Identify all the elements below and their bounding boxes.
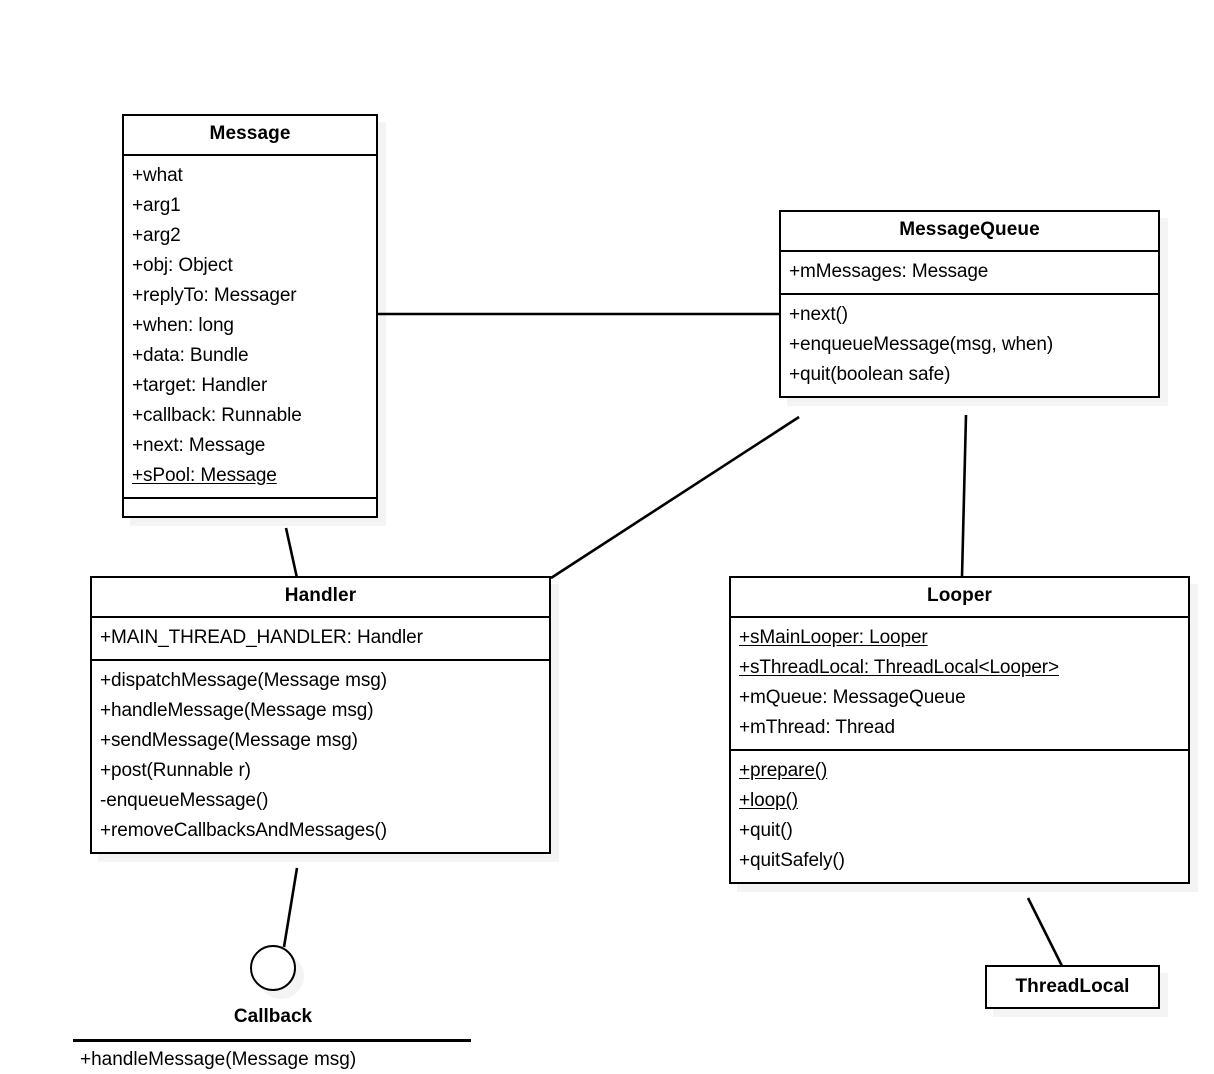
operation-row: +handleMessage(Message msg) [100, 699, 374, 721]
operation-row: +handleMessage(Message msg) [80, 1049, 357, 1070]
operations-compartment-handler: +dispatchMessage(Message msg) +handleMes… [92, 658, 549, 852]
attribute-row-static: +sMainLooper: Looper [739, 626, 928, 648]
operation-row: +quitSafely() [739, 849, 845, 871]
attribute-row: +mQueue: MessageQueue [739, 686, 966, 708]
association-looper-threadlocal [1026, 897, 1064, 967]
class-title-messagequeue: MessageQueue [899, 219, 1040, 240]
operation-row: +quit(boolean safe) [789, 363, 951, 385]
attribute-row-static: +sPool: Message [132, 464, 277, 486]
class-box-threadlocal[interactable]: ThreadLocal [985, 965, 1160, 1009]
attribute-row: +obj: Object [132, 254, 233, 276]
operation-row: +quit() [739, 819, 793, 841]
association-handler-messagequeue [550, 415, 800, 580]
class-box-looper[interactable]: Looper +sMainLooper: Looper +sThreadLoca… [729, 576, 1190, 884]
operation-row: +enqueueMessage(msg, when) [789, 333, 1054, 355]
attribute-row: +target: Handler [132, 374, 268, 396]
class-title-threadlocal: ThreadLocal [1015, 975, 1130, 997]
class-box-handler[interactable]: Handler +MAIN_THREAD_HANDLER: Handler +d… [90, 576, 551, 854]
association-messagequeue-looper [960, 414, 968, 578]
operations-compartment-looper: +prepare() +loop() +quit() +quitSafely() [731, 748, 1188, 882]
association-handler-callback [282, 867, 299, 948]
interface-circle-icon [250, 945, 296, 991]
class-title-message: Message [209, 123, 291, 144]
attribute-row: +when: long [132, 314, 234, 336]
interface-label-callback: Callback [233, 1006, 313, 1027]
attribute-row-static: +sThreadLocal: ThreadLocal<Looper> [739, 656, 1060, 678]
attributes-compartment-looper: +sMainLooper: Looper +sThreadLocal: Thre… [731, 615, 1188, 749]
operations-compartment-messagequeue: +next() +enqueueMessage(msg, when) +quit… [781, 292, 1158, 396]
attribute-row: +arg1 [132, 194, 181, 216]
attribute-row: +replyTo: Messager [132, 284, 297, 306]
attribute-row: +MAIN_THREAD_HANDLER: Handler [100, 626, 423, 648]
operations-compartment-message [124, 496, 376, 516]
class-box-messagequeue[interactable]: MessageQueue +mMessages: Message +next()… [779, 210, 1160, 398]
operation-row-static: +prepare() [739, 759, 828, 781]
callback-separator-rule [73, 1039, 471, 1042]
class-box-message[interactable]: Message +what +arg1 +arg2 +obj: Object +… [122, 114, 378, 518]
operation-row: +post(Runnable r) [100, 759, 251, 781]
attribute-row: +callback: Runnable [132, 404, 302, 426]
operation-row: -enqueueMessage() [100, 789, 269, 811]
attribute-row: +what [132, 164, 183, 186]
attribute-row: +mMessages: Message [789, 260, 989, 282]
operation-row-static: +loop() [739, 789, 798, 811]
operation-row: +dispatchMessage(Message msg) [100, 669, 387, 691]
attribute-row: +data: Bundle [132, 344, 249, 366]
operation-row: +sendMessage(Message msg) [100, 729, 358, 751]
attribute-row: +mThread: Thread [739, 716, 895, 738]
operation-row: +next() [789, 303, 848, 325]
attribute-row: +next: Message [132, 434, 266, 456]
attributes-compartment-messagequeue: +mMessages: Message [781, 249, 1158, 293]
attributes-compartment-handler: +MAIN_THREAD_HANDLER: Handler [92, 615, 549, 659]
association-message-handler [284, 527, 299, 579]
class-title-looper: Looper [927, 585, 992, 606]
class-title-handler: Handler [284, 585, 357, 606]
attribute-row: +arg2 [132, 224, 181, 246]
attributes-compartment-message: +what +arg1 +arg2 +obj: Object +replyTo:… [124, 153, 376, 497]
operation-row: +removeCallbacksAndMessages() [100, 819, 387, 841]
